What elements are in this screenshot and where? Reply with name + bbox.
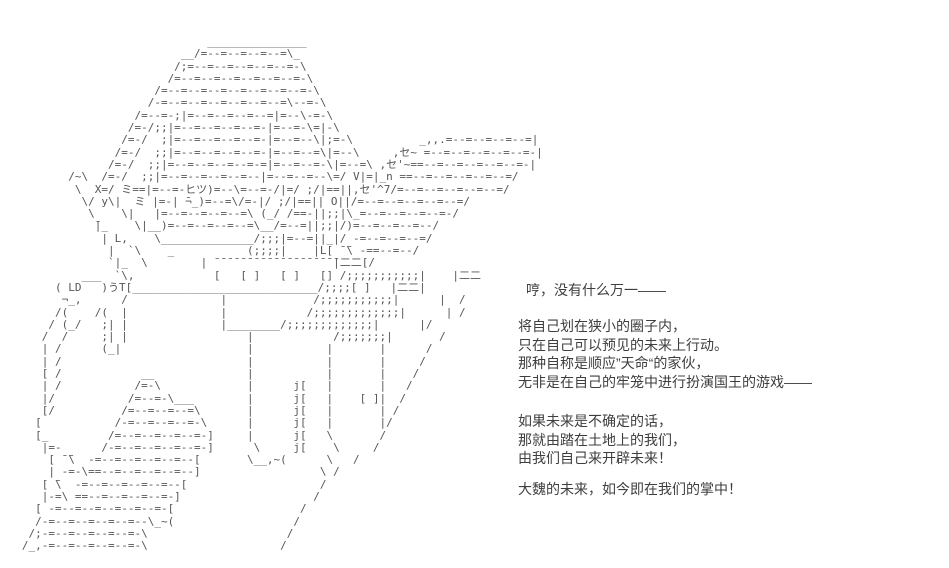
dialogue-opening-line: 哼，没有什么万一—— bbox=[526, 282, 666, 298]
dialogue-paragraph-2: 如果未来是不确定的话， 那就由踏在土地上的我们， 由我们自己来开辟未来！ bbox=[518, 413, 686, 467]
dialogue-closing-line: 大魏的未来，如今即在我们的掌中！ bbox=[518, 481, 742, 497]
dialogue-paragraph-1: 将自己划在狭小的圈子内， 只在自己可以预见的未来上行动。 那种自称是顺应”天命“… bbox=[518, 318, 812, 390]
ascii-art-figure: _______________ __/=--=--=--=--=\_ /;=--… bbox=[21, 35, 543, 553]
